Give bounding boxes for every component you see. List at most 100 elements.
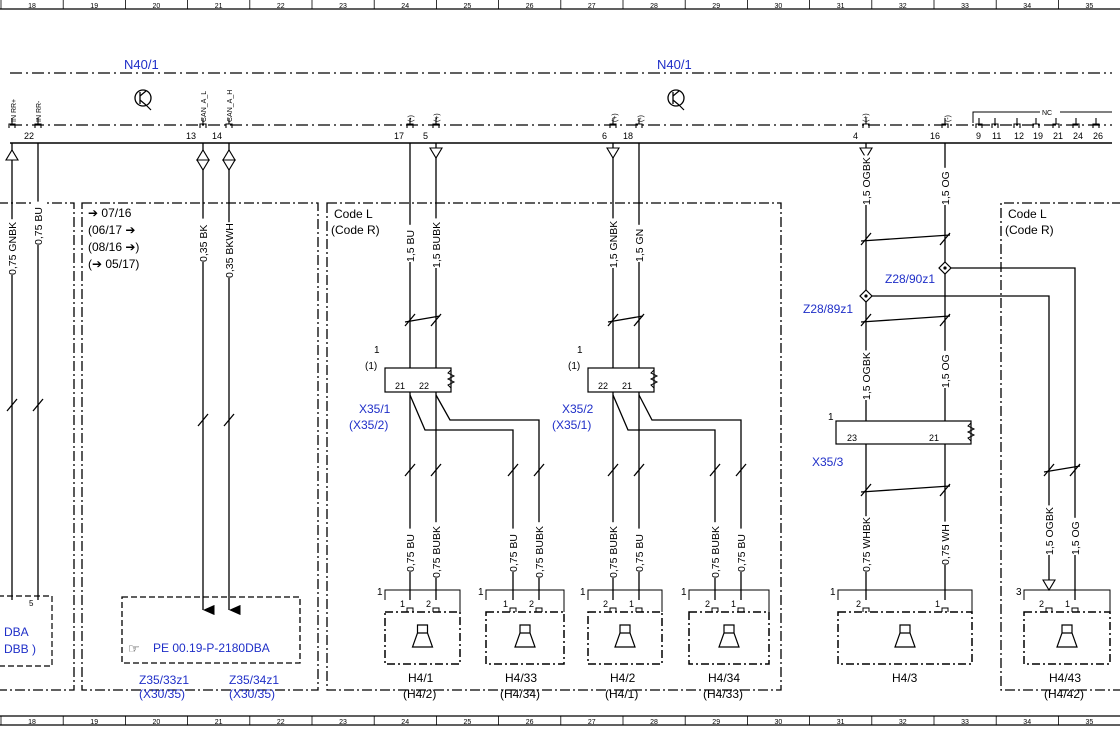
pin-number: 14 [212, 131, 222, 141]
grid-column-label: 24 [401, 719, 409, 726]
svg-text:2: 2 [529, 599, 534, 609]
pin-polarity-label: (+) [863, 113, 870, 122]
ref-label: Z35/33z1 [139, 673, 189, 687]
pin-number: 21 [622, 381, 632, 391]
pin-number: 9 [976, 131, 981, 141]
wire-label: 0,75 BU [33, 207, 45, 245]
grid-column-label: 18 [28, 3, 36, 10]
wire-label: 0,75 BUBK [608, 526, 620, 578]
wire-label: 0,35 BKWH [224, 223, 236, 278]
svg-text:H4/1: H4/1 [408, 671, 434, 685]
grid-column-label: 35 [1086, 719, 1094, 726]
validity-line: (06/17 ➔ [88, 223, 135, 237]
pin-number: 13 [186, 131, 196, 141]
grid-column-label: 26 [526, 719, 534, 726]
pin-polarity-label: (+) [612, 113, 619, 122]
wire-label: 0,75 BU [405, 534, 417, 572]
grid-column-label: 31 [837, 3, 845, 10]
connector-label: (X35/2) [349, 418, 388, 432]
pin-number: 21 [929, 433, 939, 443]
svg-text:2: 2 [603, 599, 608, 609]
svg-text:1: 1 [830, 587, 836, 598]
grid-column-label: 28 [650, 719, 658, 726]
pin-number: 22 [419, 381, 429, 391]
svg-text:2: 2 [426, 599, 431, 609]
speaker-icon [614, 624, 636, 648]
wire-label: 0,75 WH [940, 524, 952, 565]
svg-text:1: 1 [503, 599, 508, 609]
pin-signal-label: IN RR- [36, 100, 43, 122]
code-label: (Code R) [331, 223, 380, 237]
grid-column-label: 24 [401, 3, 409, 10]
grid-column-label: 32 [899, 719, 907, 726]
reference-link[interactable]: PE 00.19-P-2180DBA [153, 641, 270, 655]
wire-label: 0,75 BUBK [534, 526, 546, 578]
svg-text:H4/43: H4/43 [1049, 671, 1081, 685]
speaker-icon [718, 624, 740, 648]
pin-signal-label: IN RR+ [11, 99, 18, 122]
hand-pointer-icon: ☞ [128, 641, 140, 656]
splice-icon [859, 261, 952, 303]
wire-label: 0,75 GNBK [7, 222, 19, 275]
component-label-left: N40/1 [124, 57, 159, 72]
svg-text:(H4/33): (H4/33) [703, 687, 743, 701]
grid-column-label: 30 [775, 719, 783, 726]
connector-pin-count: (1) [568, 361, 580, 372]
grid-column-label: 33 [961, 3, 969, 10]
grid-column-label: 19 [90, 719, 98, 726]
grid-column-label: 23 [339, 719, 347, 726]
svg-text:H4/2: H4/2 [610, 671, 636, 685]
grid-column-label: 19 [90, 3, 98, 10]
pin-signal-label: CAN_A_H [227, 90, 234, 122]
grid-column-label: 34 [1023, 719, 1031, 726]
svg-text:(H4/1): (H4/1) [605, 687, 638, 701]
pin-polarity-label: (+) [434, 113, 441, 122]
connector-pin-count: (1) [365, 361, 377, 372]
validity-line: ➔ 07/16 [88, 206, 132, 220]
connector-pin-count: 1 [828, 412, 834, 423]
pin-sockets [8, 118, 1100, 128]
pin-number: 18 [623, 131, 633, 141]
svg-text:1: 1 [478, 587, 484, 598]
grid-column-label: 32 [899, 3, 907, 10]
nc-bracket [972, 111, 1112, 123]
pin-number: 16 [930, 131, 940, 141]
pin-polarity-label: (-) [408, 115, 415, 122]
pin-number: 4 [853, 131, 858, 141]
svg-text:1: 1 [935, 599, 940, 609]
wire-label: 1,5 OG [1070, 521, 1082, 555]
pin-signal-label: CAN_A_L [201, 91, 208, 122]
pin-number: 22 [598, 381, 608, 391]
wire-label: 1,5 OG [940, 354, 952, 388]
grid-column-label: 30 [775, 3, 783, 10]
grid-column-label: 22 [277, 3, 285, 10]
wire-label: 0,75 BUBK [710, 526, 722, 578]
svg-text:1: 1 [400, 599, 405, 609]
speaker-icon [894, 624, 916, 648]
svg-text:H4/33: H4/33 [505, 671, 537, 685]
code-label: Code L [1008, 207, 1047, 221]
pin-number: 23 [847, 433, 857, 443]
svg-text:1: 1 [1065, 599, 1070, 609]
pin-number: 5 [423, 131, 428, 141]
grid-column-label: 27 [588, 3, 596, 10]
grid-column-label: 23 [339, 3, 347, 10]
grid-column-label: 35 [1086, 3, 1094, 10]
code-label: Code L [334, 207, 373, 221]
wire-label: 1,5 OGBK [1044, 507, 1056, 555]
grid-column-label: 20 [153, 719, 161, 726]
pin-number: 17 [394, 131, 404, 141]
pin-number: 19 [1033, 131, 1043, 141]
svg-text:3: 3 [1016, 587, 1022, 598]
svg-text:2: 2 [856, 599, 861, 609]
wire-label: 0,75 BU [736, 534, 748, 572]
component-label-right: N40/1 [657, 57, 692, 72]
